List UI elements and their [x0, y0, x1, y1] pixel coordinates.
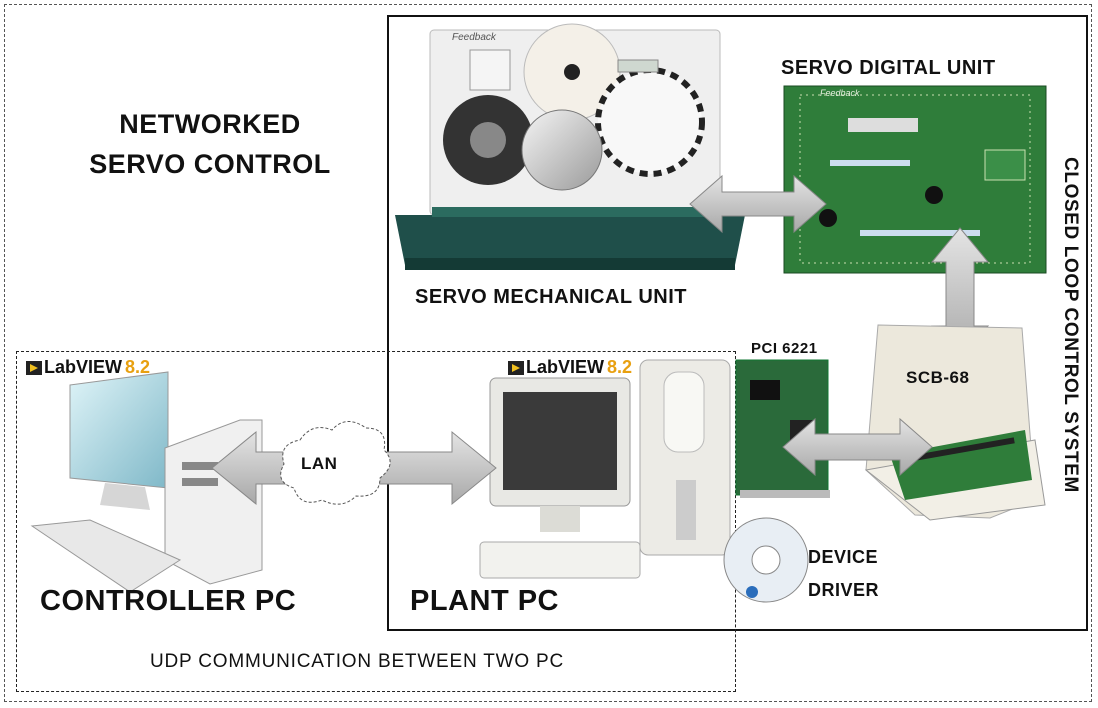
servo-mechanical-unit	[395, 23, 745, 270]
lan-label: LAN	[301, 454, 338, 473]
closed-loop-box	[387, 15, 1088, 631]
scb-68-label: SCB-68	[906, 368, 970, 387]
labview-version: 8.2	[125, 357, 151, 377]
feedback-brand-digital: Feedback	[820, 88, 860, 98]
servo-digital-unit-label: SERVO DIGITAL UNIT	[781, 57, 996, 79]
closed-loop-label-container: CLOSED LOOP CONTROL SYSTEM	[1040, 110, 1098, 540]
plant-pc-computer	[479, 359, 731, 579]
device-driver-line-2: DRIVER	[808, 580, 880, 600]
udp-box	[16, 351, 736, 692]
labview-icon	[508, 361, 524, 376]
closed-loop-label: CLOSED LOOP CONTROL SYSTEM	[1060, 157, 1081, 493]
labview-version: 8.2	[607, 357, 633, 377]
arrow-pci-scb	[782, 417, 933, 477]
diagram-title: NETWORKED SERVO CONTROL	[80, 104, 340, 184]
device-driver-line-1: DEVICE	[808, 547, 879, 567]
plant-pc-label: PLANT PC	[410, 585, 559, 617]
controller-pc-computer	[30, 371, 263, 593]
labview-name: LabVIEW	[526, 357, 605, 377]
labview-name: LabVIEW	[44, 357, 123, 377]
arrow-mech-digital	[689, 174, 827, 234]
scb-68-board	[864, 324, 1046, 521]
outer-frame	[4, 4, 1092, 702]
device-driver-label: DEVICE DRIVER	[808, 541, 879, 607]
feedback-brand-mech: Feedback	[452, 32, 496, 43]
servo-digital-unit	[783, 85, 1047, 274]
udp-communication-label: UDP COMMUNICATION BETWEEN TWO PC	[150, 651, 565, 672]
title-line-2: SERVO CONTROL	[89, 149, 331, 179]
title-line-1: NETWORKED	[119, 109, 301, 139]
pci-6221-card	[735, 359, 830, 498]
pci-6221-label: PCI 6221	[751, 340, 818, 357]
servo-mechanical-unit-label: SERVO MECHANICAL UNIT	[415, 286, 688, 308]
controller-pc-label: CONTROLLER PC	[40, 585, 297, 617]
lan-cloud	[280, 421, 391, 505]
device-driver-cd	[723, 517, 809, 603]
labview-icon	[26, 361, 42, 376]
